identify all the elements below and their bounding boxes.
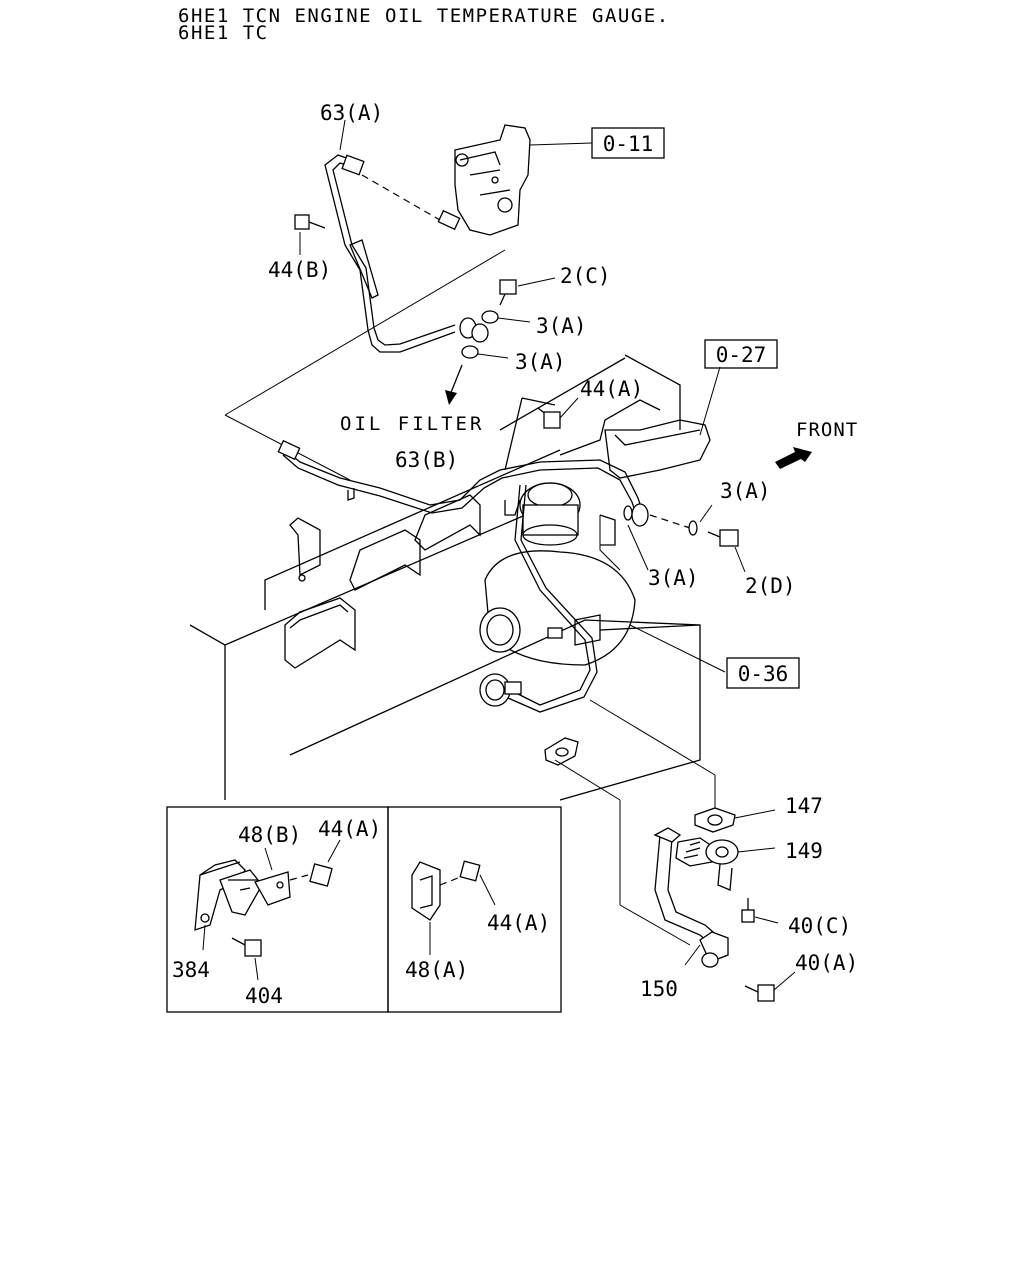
- oil-filter-arrow: [445, 364, 463, 405]
- ref-box-0-27[interactable]: 0-27: [704, 339, 778, 369]
- bolt-2d: [649, 504, 746, 573]
- inset-label-44a-right: 44(A): [487, 911, 550, 935]
- ref-box-0-36[interactable]: 0-36: [726, 657, 800, 689]
- engine-block: [189, 354, 711, 801]
- pipe-63a: [324, 119, 489, 353]
- inset-label-384: 384: [172, 958, 210, 982]
- label-63a: 63(A): [320, 101, 383, 125]
- label-44b: 44(B): [268, 258, 331, 282]
- inset-label-48a: 48(A): [405, 958, 468, 982]
- label-3a-2: 3(A): [515, 350, 566, 374]
- label-44a-main: 44(A): [580, 377, 643, 401]
- label-63b: 63(B): [395, 448, 458, 472]
- label-oil-filter: OIL FILTER: [340, 413, 484, 435]
- label-front: FRONT: [796, 419, 858, 441]
- ref-leaders: [629, 366, 726, 673]
- ref-box-0-11[interactable]: 0-11: [591, 127, 665, 159]
- bolt-44b: [294, 214, 326, 255]
- ref-label-0-27: 0-27: [716, 343, 767, 367]
- ref-label-0-11: 0-11: [603, 132, 654, 156]
- inset-right: 44(A) 48(A): [387, 806, 562, 1013]
- diagram-title: 6HE1 TCN ENGINE OIL TEMPERATURE GAUGE.: [178, 5, 670, 27]
- oil-return-pipe: [544, 699, 796, 1002]
- inset-label-48b: 48(B): [238, 823, 301, 847]
- label-150: 150: [640, 977, 678, 1001]
- label-2c: 2(C): [560, 264, 611, 288]
- leader-3a-lower: [599, 515, 649, 571]
- pipe-63b: [277, 439, 649, 527]
- bolt-2c: [461, 277, 556, 359]
- bolt-44a: [504, 397, 579, 471]
- turbocharger: [479, 482, 636, 713]
- label-3a-4: 3(A): [648, 566, 699, 590]
- inset-label-404: 404: [245, 984, 283, 1008]
- inset-label-44a-left: 44(A): [318, 817, 381, 841]
- front-arrow: [775, 447, 812, 469]
- inset-left: 48(B) 44(A) 384 404: [166, 806, 389, 1013]
- label-3a-3: 3(A): [720, 479, 771, 503]
- label-2d: 2(D): [745, 574, 796, 598]
- label-147: 147: [785, 794, 823, 818]
- mounting-plane: [224, 249, 506, 481]
- diagram-subtitle: 6HE1 TC: [178, 22, 269, 44]
- label-149: 149: [785, 839, 823, 863]
- label-3a-1: 3(A): [536, 314, 587, 338]
- bracket-part: [454, 124, 593, 236]
- label-40c: 40(C): [788, 914, 851, 938]
- label-40a: 40(A): [795, 951, 858, 975]
- ref-label-0-36: 0-36: [738, 662, 789, 686]
